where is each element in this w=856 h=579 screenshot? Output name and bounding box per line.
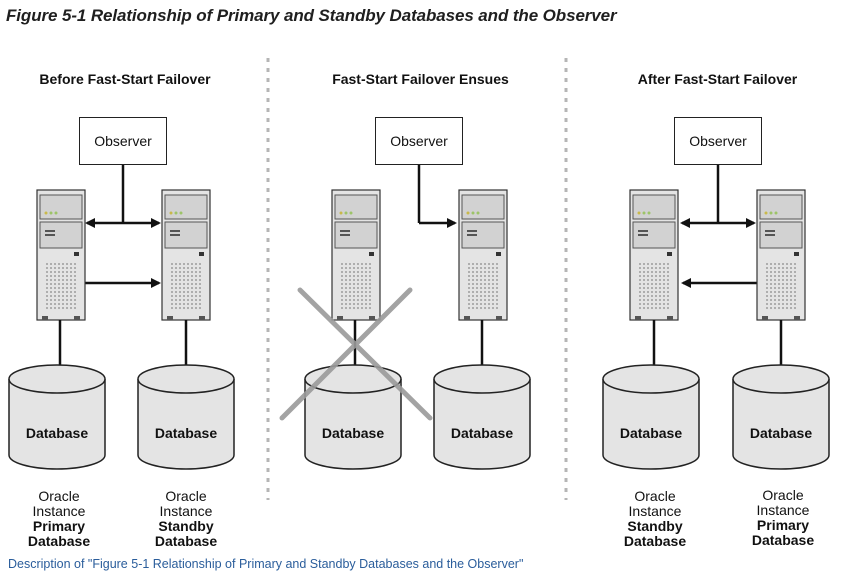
standby-server-icon [458, 189, 508, 321]
instance-label-standby: Oracle Instance Standby Database [154, 488, 218, 549]
panel-title-ensues: Fast-Start Failover Ensues [332, 71, 509, 87]
panel-after [602, 165, 830, 470]
database-label: Database [321, 425, 385, 441]
database-label: Database [25, 425, 89, 441]
database-label: Database [154, 425, 218, 441]
panel-title-after: After Fast-Start Failover [637, 71, 798, 87]
primary-server-icon [36, 189, 86, 321]
failed-primary-server-icon [331, 189, 381, 321]
panel-title-before: Before Fast-Start Failover [39, 71, 211, 87]
instance-label-primary: Oracle Instance Primary Database [27, 488, 91, 549]
database-label: Database [450, 425, 514, 441]
observer-box: Observer [79, 117, 167, 165]
instance-label-primary: Oracle Instance Primary Database [751, 487, 815, 548]
panel-ensues [279, 165, 531, 470]
panel-before [8, 165, 235, 470]
instance-label-standby: Oracle Instance Standby Database [623, 488, 687, 549]
standby-server-icon [161, 189, 211, 321]
database-label: Database [619, 425, 683, 441]
figure-title: Figure 5-1 Relationship of Primary and S… [6, 6, 617, 25]
standby-server-icon [629, 189, 679, 321]
failure-cross-icon [279, 287, 433, 421]
database-cylinder-icon [602, 364, 700, 470]
database-cylinder-icon [732, 364, 830, 470]
observer-box: Observer [375, 117, 463, 165]
database-cylinder-icon [137, 364, 235, 470]
figure-description-link[interactable]: Description of "Figure 5-1 Relationship … [8, 557, 524, 571]
database-label: Database [749, 425, 813, 441]
primary-server-icon [756, 189, 806, 321]
database-cylinder-icon [433, 364, 531, 470]
observer-box: Observer [674, 117, 762, 165]
database-cylinder-icon [8, 364, 106, 470]
